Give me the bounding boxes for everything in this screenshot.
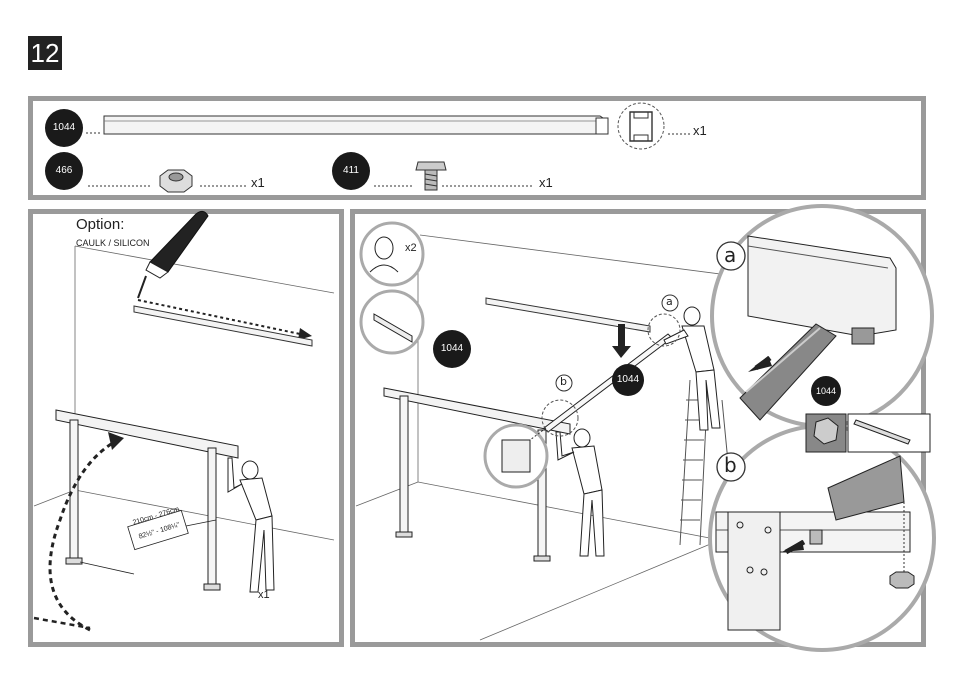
rail-qty: x1 (693, 123, 707, 138)
nut-qty: x1 (251, 175, 265, 190)
bolt-qty: x1 (539, 175, 553, 190)
person-qty: x1 (258, 589, 270, 601)
callout-label-a: a (666, 295, 673, 308)
detail-b-drawing (715, 455, 915, 631)
person-figure (227, 457, 275, 593)
part-badge-1044-detail: 1044 (811, 376, 841, 406)
left-panel (28, 209, 344, 647)
rail-profile-detail (617, 102, 690, 150)
callout-label-b: b (560, 375, 567, 388)
person-on-ladder (663, 306, 721, 431)
two-persons-icon (369, 236, 399, 273)
bolt-drawing (374, 161, 534, 191)
option-title: Option: (76, 216, 125, 233)
part-badge-411: 411 (332, 152, 370, 190)
step-number: 12 (28, 36, 62, 70)
detail-a-drawing (739, 235, 897, 421)
person-under-beam (555, 428, 605, 557)
part-badge-1044-middle: 1044 (612, 364, 644, 396)
part-badge-1044-left: 1044 (433, 330, 471, 368)
caulk-tube-icon (137, 210, 209, 299)
measurement-tag (127, 509, 189, 551)
rail-drawing (86, 115, 609, 135)
rail-icon (373, 313, 413, 343)
nut-drawing (88, 169, 248, 193)
persons-qty: x2 (405, 242, 417, 254)
part-badge-1044: 1044 (45, 109, 83, 147)
detail-label-a: a (724, 243, 737, 267)
detail-label-b: b (724, 453, 737, 477)
option-subtitle: CAULK / SILICON (76, 238, 150, 248)
part-badge-466: 466 (45, 152, 83, 190)
